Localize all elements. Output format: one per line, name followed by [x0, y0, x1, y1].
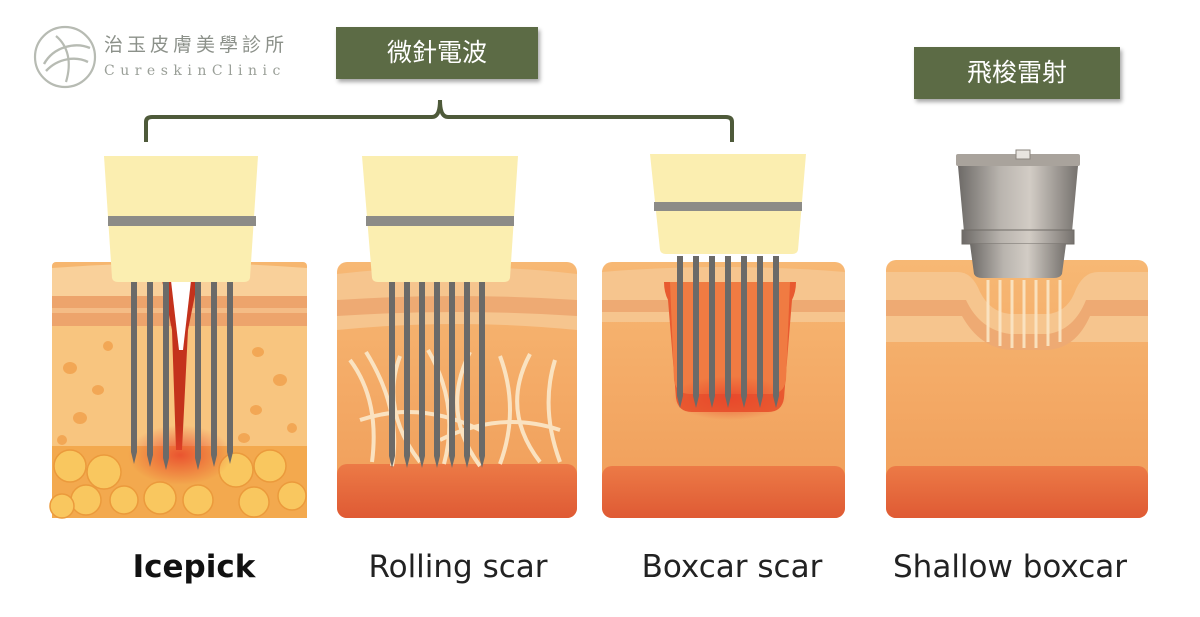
laser-handpiece	[956, 149, 1080, 278]
microneedle-rf-tag: 微針電波	[336, 27, 538, 79]
rolling-scar-panel	[337, 156, 577, 518]
shallow-boxcar-panel	[886, 149, 1148, 518]
caption-boxcar-scar: Boxcar scar	[641, 549, 823, 585]
clinic-logo-icon	[33, 25, 97, 89]
logo-english-name: CureskinClinic	[104, 63, 286, 79]
microneedle-bracket	[144, 99, 734, 142]
caption-shallow-boxcar: Shallow boxcar	[893, 549, 1127, 585]
caption-icepick: Icepick	[132, 549, 256, 585]
logo-chinese-name: 治玉皮膚美學診所	[104, 34, 289, 56]
caption-rolling-scar: Rolling scar	[368, 549, 548, 585]
boxcar-scar-panel	[602, 154, 845, 518]
icepick-panel	[49, 156, 307, 519]
clinic-logo-text: 治玉皮膚美學診所 CureskinClinic	[104, 30, 288, 79]
fractional-laser-tag: 飛梭雷射	[914, 47, 1120, 99]
